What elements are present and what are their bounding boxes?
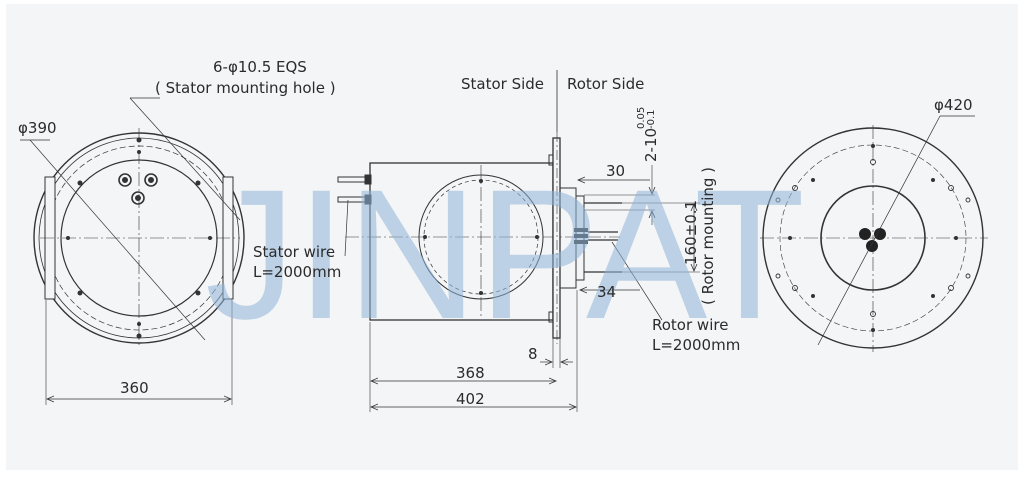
- middle-view: [337, 70, 700, 412]
- mount-hole-leader: [129, 97, 241, 221]
- mounting-holes: [66, 137, 212, 339]
- dia-390-label: φ390: [18, 119, 57, 137]
- holes-2-10-label-group: 2-10 0.05 -0.1: [636, 107, 660, 162]
- holes-2-10-label: 2-10: [642, 128, 660, 162]
- dim-368-label: 368: [456, 364, 485, 382]
- dia390-leader: [29, 139, 206, 341]
- stator-wire-length: L=2000mm: [253, 263, 341, 281]
- dim-402-label: 402: [456, 390, 485, 408]
- dim-8-label: 8: [528, 345, 538, 363]
- stator-connectors: [118, 173, 158, 205]
- rotor-wire-length: L=2000mm: [652, 336, 740, 354]
- stator-wire-leader: [344, 199, 349, 257]
- rotor-wire-leader: [611, 241, 663, 321]
- rotor-holes: [788, 144, 958, 332]
- rotor-cable-bundle: [859, 228, 886, 252]
- tolerance-upper: 0.05: [636, 107, 647, 129]
- dim-30-label: 30: [606, 162, 625, 180]
- jinpat-watermark: JINPAT: [205, 152, 805, 358]
- rotor-wire-label: Rotor wire: [652, 316, 728, 334]
- dim-34-label: 34: [597, 283, 616, 301]
- dia420-leader: [817, 115, 941, 346]
- right-view: [760, 115, 988, 352]
- mount-holes-label: 6-φ10.5 EQS: [213, 58, 307, 76]
- rotor-mounting-label: ( Rotor mounting ): [699, 167, 717, 305]
- width-360-label: 360: [120, 379, 149, 397]
- tolerance-lower: -0.1: [646, 109, 657, 129]
- left-view: [20, 97, 245, 405]
- mount-holes-desc: ( Stator mounting hole ): [155, 79, 336, 97]
- stator-side-label: Stator Side: [461, 75, 544, 93]
- dia-420-label: φ420: [934, 96, 973, 114]
- rotor-side-label: Rotor Side: [567, 75, 644, 93]
- stator-wire-label: Stator wire: [253, 243, 335, 261]
- dim-160-label: 160±0.1: [682, 200, 700, 265]
